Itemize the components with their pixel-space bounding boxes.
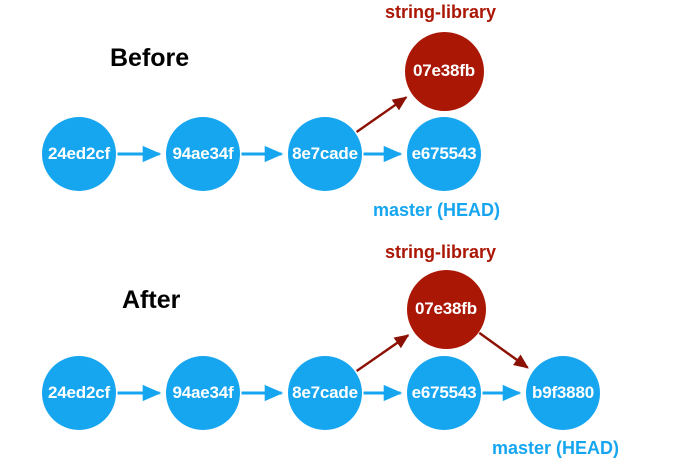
branch-commit-node-07e38fb[interactable]: 07e38fb	[404, 31, 484, 111]
label-master-head-before: master (HEAD)	[373, 200, 501, 220]
edge-before-c3-to-b1	[355, 96, 408, 133]
branch-commit-node-07e38fb[interactable]: 07e38fb	[406, 269, 486, 349]
label-master-head-after: master (HEAD)	[492, 438, 620, 458]
section-title-after: After	[122, 286, 181, 314]
commit-node-e675543[interactable]: e675543	[407, 117, 481, 191]
section-title-before: Before	[110, 44, 190, 72]
commit-node-94ae34f[interactable]: 94ae34f	[166, 356, 240, 430]
label-string-library-after: string-library	[385, 242, 497, 262]
edge-after-c3-to-b1	[355, 334, 410, 373]
edge-after-b1-to-c5	[478, 331, 529, 369]
commit-node-8e7cade[interactable]: 8e7cade	[288, 117, 362, 191]
commit-node-8e7cade[interactable]: 8e7cade	[288, 356, 362, 430]
label-string-library-before: string-library	[385, 2, 497, 22]
commit-node-e675543[interactable]: e675543	[407, 356, 481, 430]
commit-node-b9f3880[interactable]: b9f3880	[526, 356, 600, 430]
commit-node-24ed2cf[interactable]: 24ed2cf	[42, 117, 116, 191]
commit-node-94ae34f[interactable]: 94ae34f	[166, 117, 240, 191]
commit-node-24ed2cf[interactable]: 24ed2cf	[42, 356, 116, 430]
